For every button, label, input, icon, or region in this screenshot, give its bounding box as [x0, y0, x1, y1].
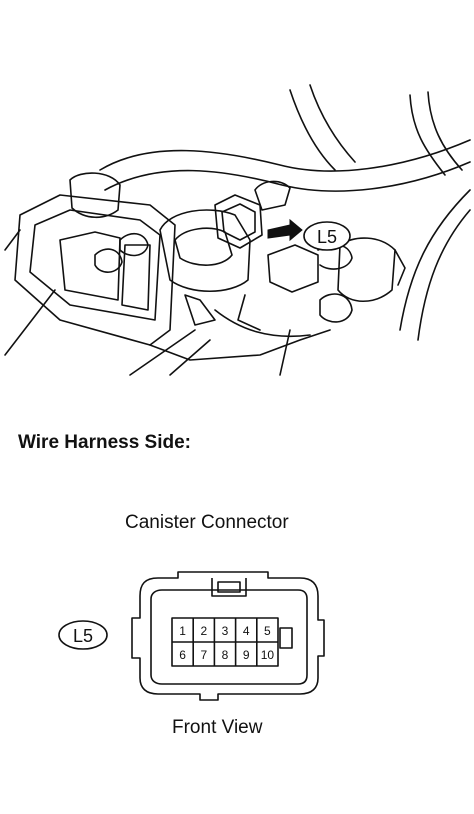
pin-2: 2: [200, 624, 207, 638]
pin-8: 8: [222, 648, 229, 662]
pin-9: 9: [243, 648, 250, 662]
pin-7: 7: [200, 648, 207, 662]
pin-4: 4: [243, 624, 250, 638]
pin-1: 1: [179, 624, 186, 638]
canister-illustration: L5: [4, 84, 471, 376]
front-view-label: Front View: [172, 717, 263, 738]
pin-6: 6: [179, 648, 186, 662]
pin-10: 10: [261, 648, 275, 662]
pin-5: 5: [264, 624, 271, 638]
connector-callout-bubble: [58, 620, 108, 650]
connector-latch: [211, 578, 247, 597]
pin-3: 3: [222, 624, 229, 638]
connector-housing-inner: [150, 589, 308, 685]
illustration-callout-bubble: [303, 221, 351, 251]
connector-callout-label: L5: [73, 626, 93, 646]
connector-key: [279, 627, 293, 649]
section-title: Wire Harness Side:: [18, 432, 192, 453]
connector-title: Canister Connector: [125, 512, 289, 533]
illustration-callout-label: L5: [317, 227, 337, 247]
connector-housing-outer: [131, 571, 325, 701]
connector-diagram: L5 1 2 3 4 5 6 7 8 9 10: [58, 571, 325, 701]
pointer-arrow-icon: [267, 218, 303, 242]
